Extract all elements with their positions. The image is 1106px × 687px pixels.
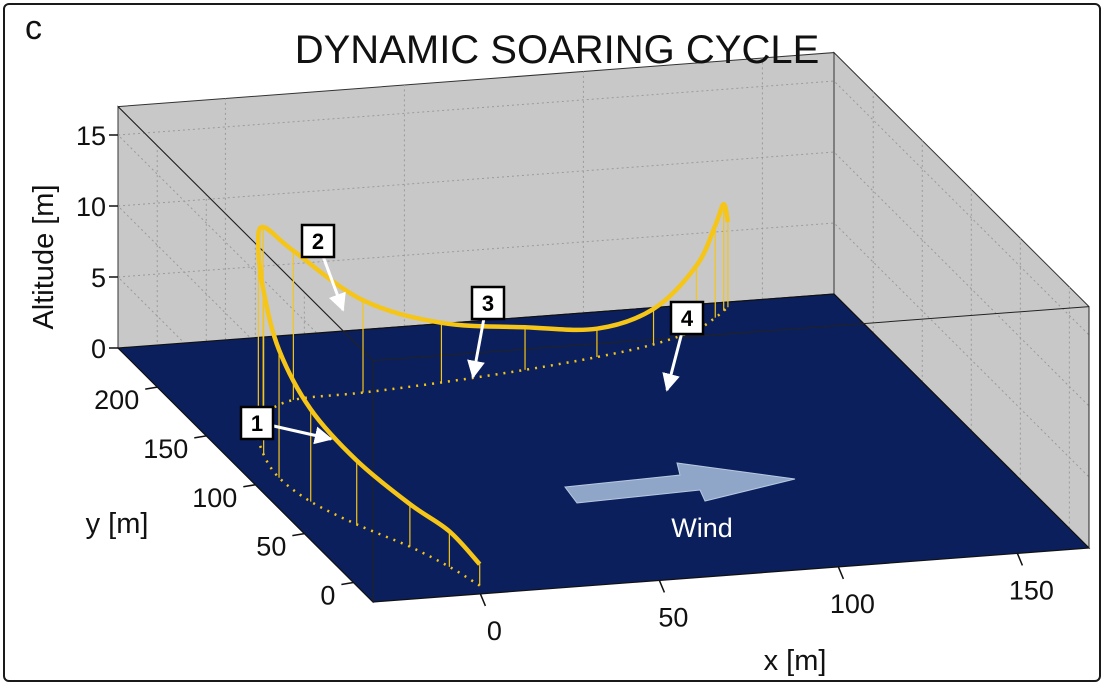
- marker-label: 3: [482, 291, 494, 316]
- ground-plane: [116, 293, 1091, 603]
- y-tick: [341, 581, 354, 586]
- x-tick: [479, 593, 487, 607]
- y-axis-label: y [m]: [86, 508, 149, 540]
- marker-label: 4: [681, 306, 694, 331]
- marker-box: [300, 223, 336, 259]
- ground-surface: [116, 293, 1091, 603]
- box-edge: [117, 106, 374, 361]
- y-tick: [145, 386, 158, 390]
- marker-box: [669, 300, 705, 336]
- y-tick-label: 0: [320, 580, 335, 610]
- trajectory: [255, 201, 731, 587]
- marker-label: 2: [312, 229, 324, 254]
- x-tick: [1016, 553, 1024, 566]
- chart-title: DYNAMIC SOARING CYCLE: [295, 28, 820, 72]
- box-edge: [372, 306, 1090, 362]
- marker-box: [239, 405, 275, 441]
- marker-2: 2: [300, 223, 346, 312]
- x-tick-label: 50: [658, 602, 688, 632]
- wind-label: Wind: [671, 513, 733, 543]
- trajectory-line: [255, 201, 731, 566]
- wind-arrow-shape: [564, 462, 796, 504]
- marker-label: 1: [251, 411, 263, 436]
- x-tick-label: 100: [830, 589, 875, 619]
- y-tick: [243, 484, 256, 488]
- panel-letter: c: [25, 9, 42, 47]
- z-tick-label: 10: [76, 192, 106, 222]
- z-tick-label: 15: [76, 121, 106, 151]
- wind-arrow: Wind: [564, 462, 796, 543]
- z-axis-label: Altitude [m]: [28, 184, 60, 329]
- y-tick: [292, 532, 305, 537]
- z-tick-label: 0: [91, 334, 106, 364]
- y-tick-label: 50: [256, 532, 286, 562]
- x-axis-label: x [m]: [764, 645, 827, 677]
- marker-4: 4: [662, 300, 705, 392]
- y-tick-label: 200: [94, 385, 139, 415]
- marker-3: 3: [467, 285, 506, 379]
- x-tick: [658, 580, 666, 593]
- x-tick-label: 0: [487, 616, 502, 646]
- x-tick-label: 150: [1009, 575, 1054, 605]
- axes: [109, 106, 1090, 607]
- y-tick: [194, 435, 207, 439]
- marker-box: [470, 285, 506, 321]
- marker-1: 1: [239, 405, 333, 445]
- x-tick: [837, 566, 845, 580]
- y-tick-label: 150: [143, 434, 188, 464]
- z-tick-label: 5: [91, 263, 106, 293]
- y-tick-label: 100: [192, 483, 237, 513]
